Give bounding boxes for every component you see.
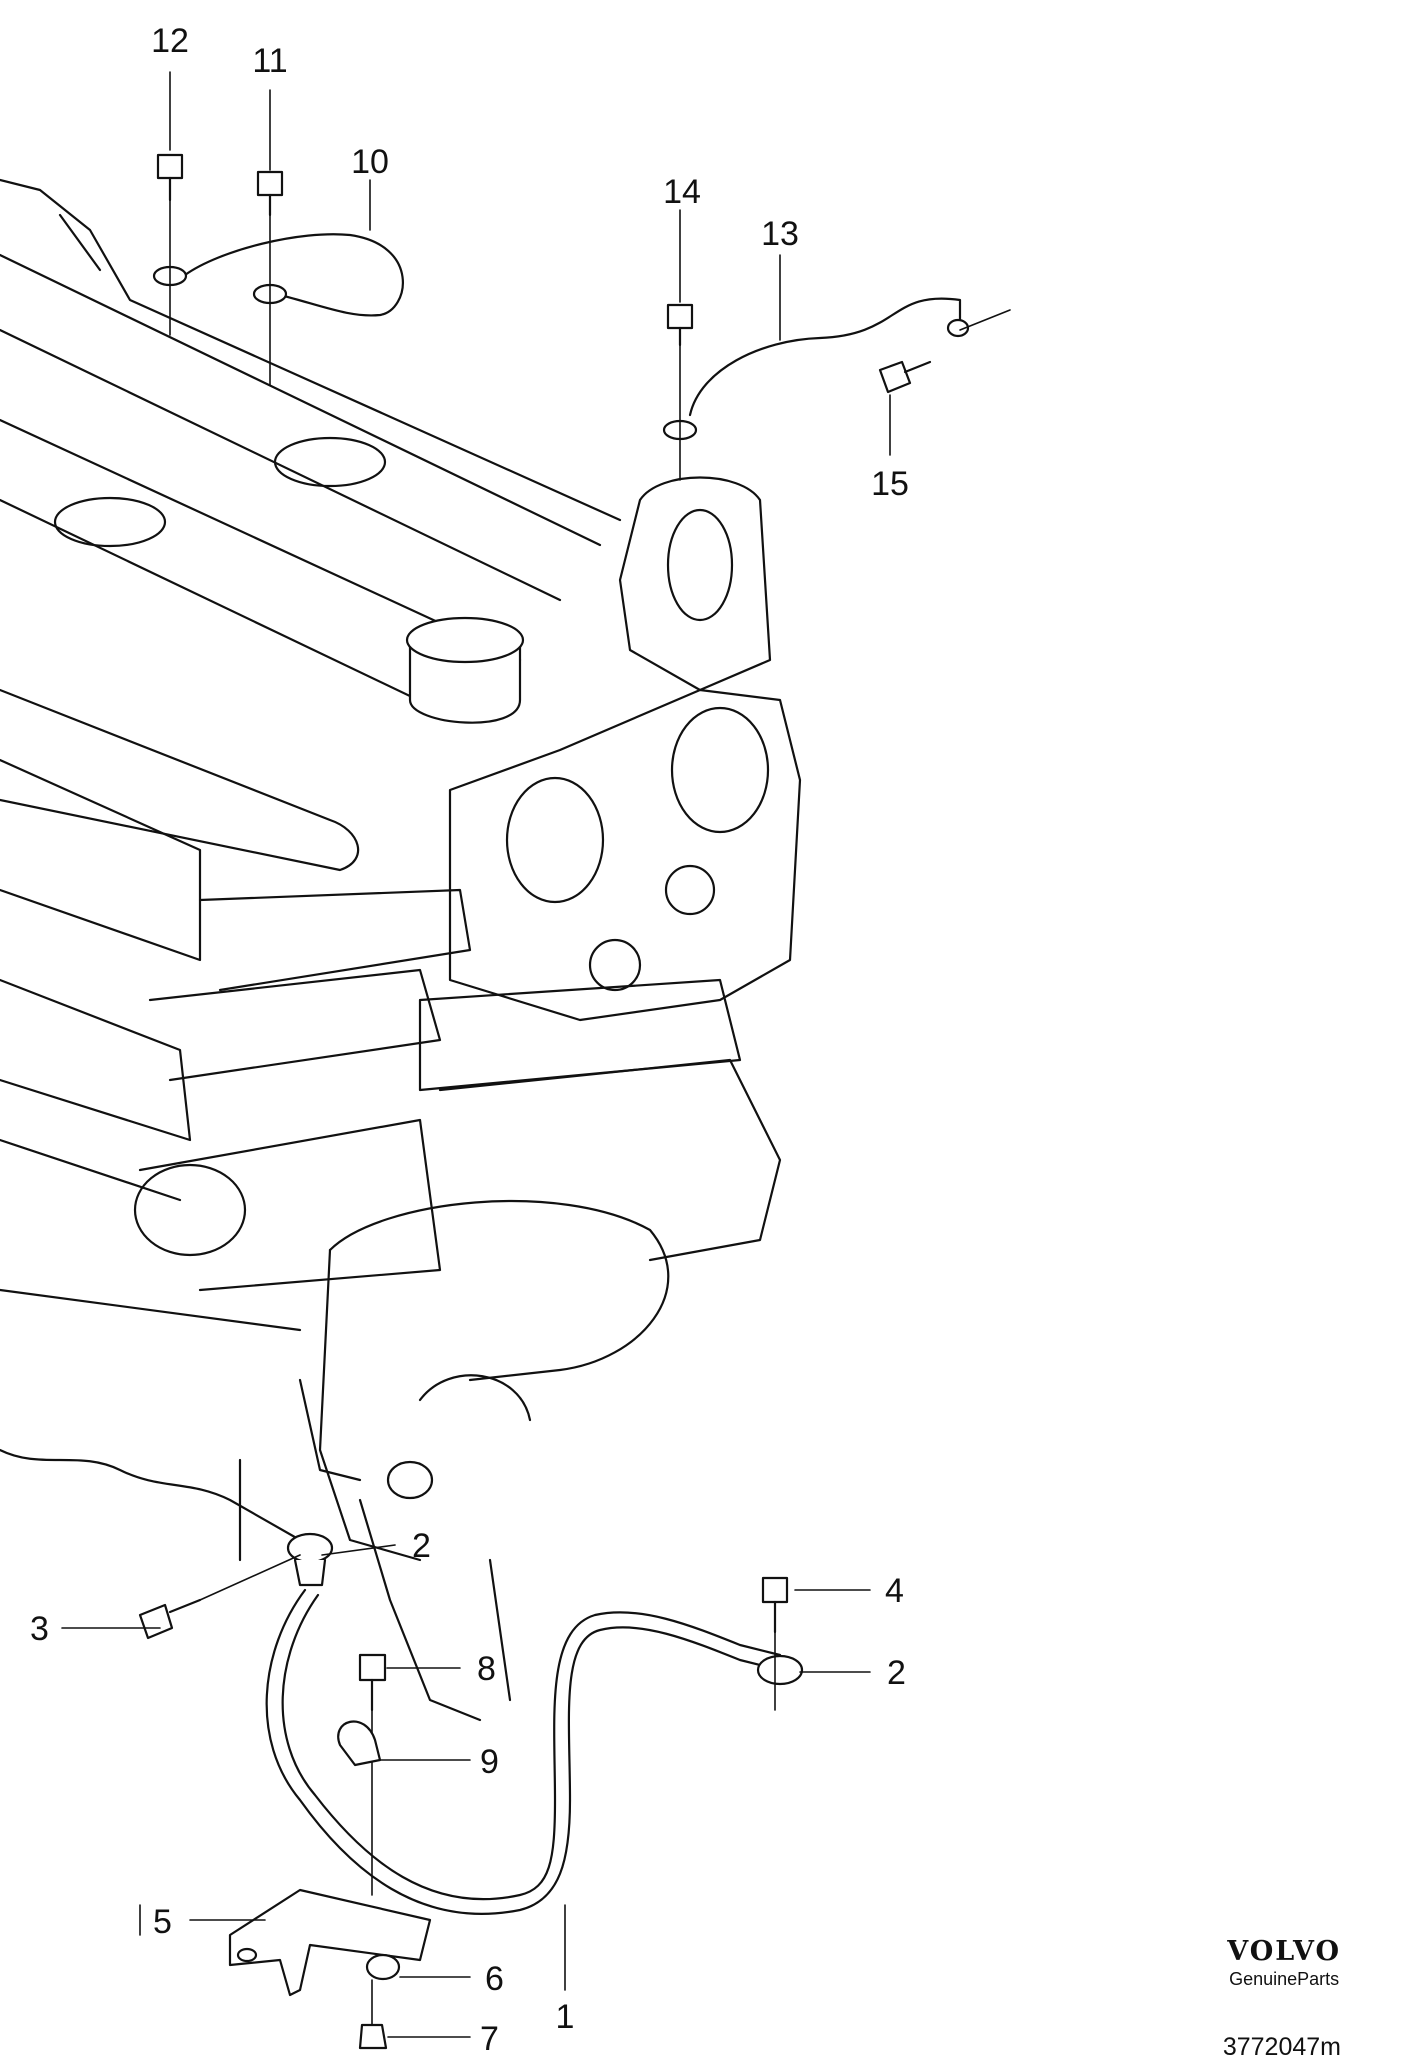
callout-4: 4 <box>885 1572 904 1610</box>
callout-14: 14 <box>663 173 701 211</box>
callout-13: 13 <box>761 215 799 253</box>
callout-2-upper: 2 <box>412 1527 431 1565</box>
callout-2-lower: 2 <box>887 1654 906 1692</box>
callout-15: 15 <box>871 465 909 503</box>
diagram-reference-number: 3772047m <box>1222 2033 1341 2061</box>
callout-12: 12 <box>151 22 189 60</box>
volvo-logo: VOLVO <box>1227 1936 1341 1967</box>
ground-cable-1-drawing <box>138 1532 804 2050</box>
leader-lines <box>61 71 891 2038</box>
callout-labels: 12 11 10 14 13 15 2 3 4 2 8 9 5 6 1 7 <box>30 22 909 2058</box>
engine-block-drawing <box>0 178 802 1722</box>
callout-6: 6 <box>485 1960 504 1998</box>
callout-1: 1 <box>556 1998 575 2036</box>
callout-10: 10 <box>351 143 389 181</box>
callout-5: 5 <box>153 1903 172 1941</box>
callout-3: 3 <box>30 1610 49 1648</box>
ground-strap-10-drawing <box>152 153 404 386</box>
brand-subtitle: GenuineParts <box>1229 1969 1340 1989</box>
callout-7: 7 <box>480 2020 499 2058</box>
callout-8: 8 <box>477 1650 496 1688</box>
callout-9: 9 <box>480 1743 499 1781</box>
callout-11: 11 <box>252 42 287 80</box>
brand-block: VOLVO GenuineParts <box>1227 1936 1341 1990</box>
ground-strap-13-drawing <box>662 297 1011 481</box>
